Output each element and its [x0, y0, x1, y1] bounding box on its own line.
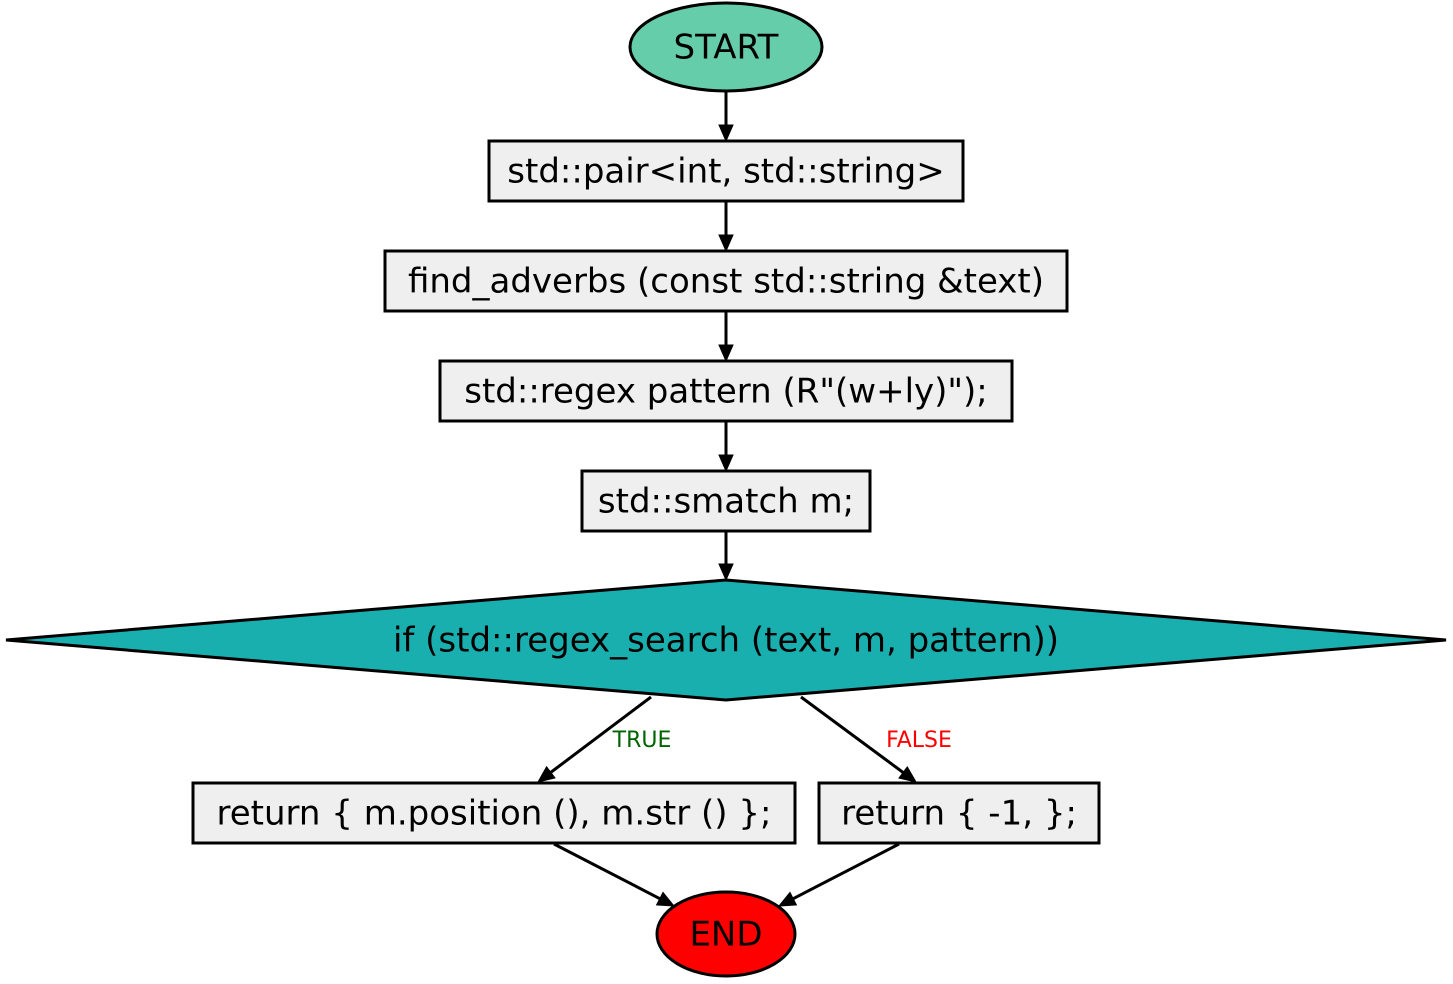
edge-n1-to-n2: [718, 201, 734, 253]
process-box: [383, 249, 1069, 313]
start-terminal: [628, 1, 824, 93]
edges-layer: TRUE FALSE: [537, 91, 952, 907]
edge-label-true: TRUE: [612, 728, 672, 753]
arrowhead: [718, 234, 734, 253]
node-end: END: [655, 890, 797, 978]
arrowhead: [898, 765, 918, 783]
arrowhead: [655, 891, 676, 907]
edge-start-to-n1: [718, 91, 734, 143]
edge-n2-to-n3: [718, 311, 734, 363]
process-box: [487, 139, 965, 203]
arrowhead: [718, 124, 734, 143]
node-n1: std::pair<int, std::string>: [487, 139, 965, 203]
node-label: std::regex pattern (R"(w+ly)");: [464, 372, 988, 412]
node-start: START: [628, 1, 824, 93]
process-box: [817, 781, 1101, 845]
process-box: [191, 781, 797, 845]
edge-cond-to-t1: TRUE: [537, 695, 672, 783]
node-label: std::smatch m;: [598, 482, 854, 522]
node-n4: std::smatch m;: [580, 469, 872, 533]
node-label: END: [689, 915, 762, 955]
arrowhead: [718, 454, 734, 473]
edge-n4-to-cond: [718, 531, 734, 582]
node-label: START: [674, 28, 779, 68]
node-f1: return { -1, };: [817, 781, 1101, 845]
edge-t1-to-end: [553, 842, 676, 907]
node-n2: find_adverbs (const std::string &text): [383, 249, 1069, 313]
arrowhead: [537, 765, 556, 783]
edge-line: [553, 842, 661, 900]
node-cond: if (std::regex_search (text, m, pattern)…: [5, 578, 1447, 702]
end-terminal: [655, 890, 797, 978]
process-box: [580, 469, 872, 533]
arrowhead: [718, 563, 734, 582]
decision-diamond: [5, 578, 1447, 702]
edge-f1-to-end: [777, 842, 900, 907]
edge-line: [549, 695, 652, 774]
node-label: if (std::regex_search (text, m, pattern)…: [393, 621, 1059, 661]
edge-line: [792, 842, 900, 900]
arrowhead: [777, 891, 798, 907]
node-label: find_adverbs (const std::string &text): [408, 262, 1044, 302]
node-label: return { -1, };: [841, 794, 1077, 834]
node-label: return { m.position (), m.str () };: [217, 794, 772, 834]
edge-cond-to-f1: FALSE: [800, 695, 952, 783]
node-t1: return { m.position (), m.str () };: [191, 781, 797, 845]
node-label: std::pair<int, std::string>: [507, 152, 944, 192]
edge-n3-to-n4: [718, 421, 734, 473]
edge-line: [800, 695, 905, 774]
edge-label-false: FALSE: [886, 728, 952, 753]
arrowhead: [718, 344, 734, 363]
process-box: [438, 359, 1014, 423]
node-n3: std::regex pattern (R"(w+ly)");: [438, 359, 1014, 423]
